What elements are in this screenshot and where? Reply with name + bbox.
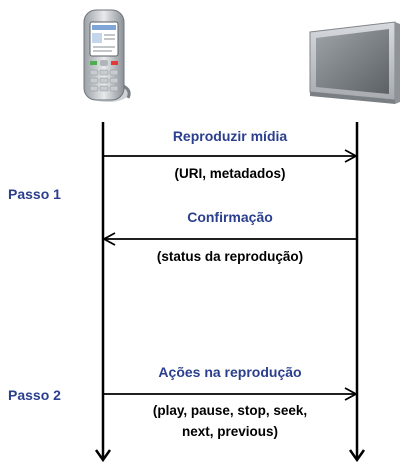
message-arrow-3	[103, 387, 358, 401]
message-arrow-2	[102, 232, 357, 246]
lifelines	[101, 122, 359, 458]
message-1-detail: (URI, metadados)	[174, 166, 286, 181]
message-2-detail: (status da reprodução)	[156, 249, 304, 264]
mobile-phone-icon	[83, 9, 131, 102]
step-1-label: Passo 1	[8, 186, 61, 202]
step-2-label: Passo 2	[8, 387, 61, 403]
message-3-detail-line2: next, previous)	[181, 424, 279, 439]
message-3-detail-line1: (play, pause, stop, seek,	[152, 403, 308, 418]
message-2-title: Confirmação	[187, 209, 273, 225]
message-arrow-1	[103, 149, 358, 163]
lifeline-end-arrows	[94, 449, 366, 463]
message-3-title: Ações na reprodução	[158, 364, 302, 380]
message-1-title: Reproduzir mídia	[172, 128, 288, 144]
flat-screen-tv-icon	[309, 21, 400, 104]
